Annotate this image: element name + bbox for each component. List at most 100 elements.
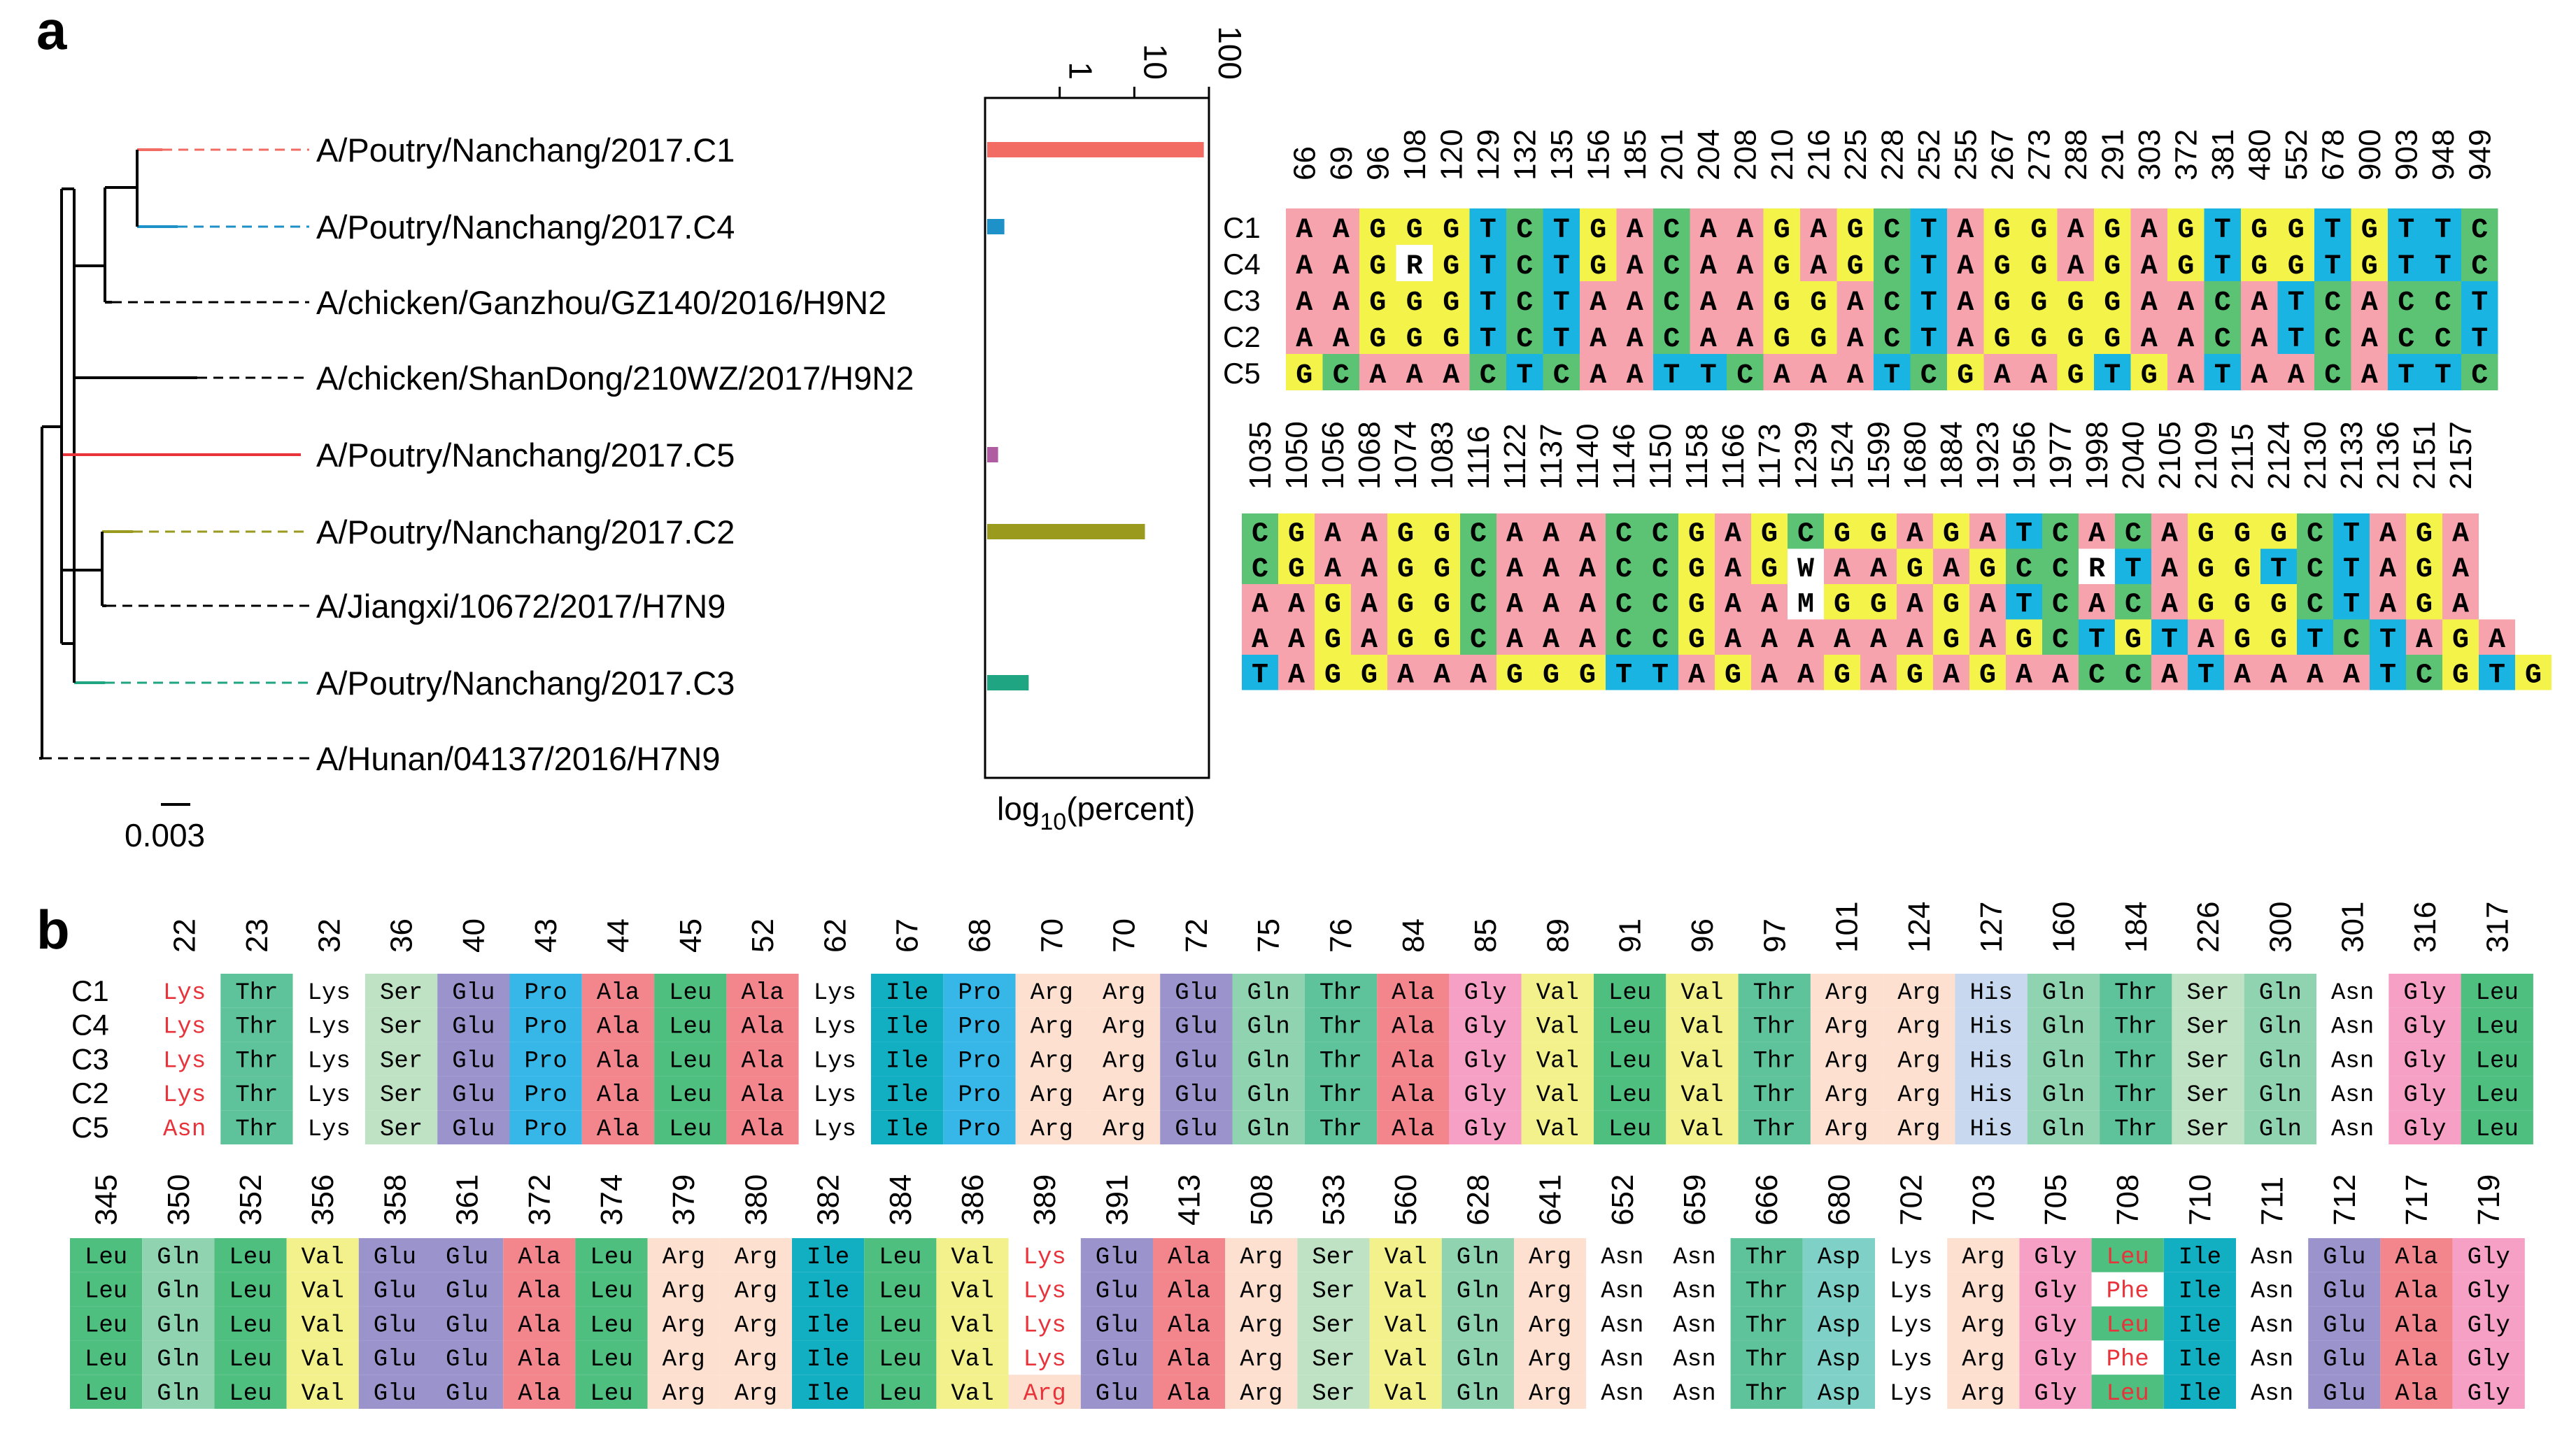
nt-letter: T xyxy=(2214,215,2231,246)
aa-cell xyxy=(581,1042,655,1077)
nt-cell xyxy=(1690,245,1727,281)
nt-letter: G xyxy=(1506,660,1523,692)
aa-cell xyxy=(1008,1306,1081,1341)
aa-cell xyxy=(214,1238,287,1272)
aa-letter: His xyxy=(1970,1014,2013,1041)
aa-cell xyxy=(286,1375,359,1409)
nt-cell xyxy=(2006,513,2042,549)
aa-letter: Ile xyxy=(807,1381,849,1407)
aa-cell xyxy=(2389,974,2461,1008)
position-label: 132 xyxy=(1508,129,1542,180)
nt-letter: A xyxy=(2251,287,2267,319)
nt-cell xyxy=(1460,655,1496,690)
position-label: 301 xyxy=(2336,902,2370,953)
aa-cell xyxy=(575,1272,648,1307)
nt-cell xyxy=(1580,208,1617,245)
nt-cell xyxy=(1969,513,2006,549)
aa-cell xyxy=(647,1340,720,1375)
nt-letter: G xyxy=(2198,554,2214,585)
position-label: 225 xyxy=(1839,129,1873,180)
position-label: 1068 xyxy=(1352,421,1387,490)
nt-letter: G xyxy=(2251,251,2267,283)
nt-cell xyxy=(2021,281,2058,318)
nt-letter: G xyxy=(1774,251,1790,283)
aa-letter: Phe xyxy=(2107,1279,2149,1305)
position-label: 303 xyxy=(2132,129,2167,180)
aa-letter: Ser xyxy=(1312,1381,1354,1407)
nt-cell xyxy=(1387,548,1424,584)
taxon-label: A/Poutry/Nanchang/2017.C3 xyxy=(316,665,735,702)
aa-letter: Leu xyxy=(2476,1082,2519,1109)
aa-letter: Gly xyxy=(1464,1082,1506,1109)
aa-letter: Asn xyxy=(1601,1381,1643,1407)
nt-letter: A xyxy=(1834,625,1850,656)
aa-letter: Ile xyxy=(886,980,928,1007)
aa-letter: Arg xyxy=(1825,980,1868,1007)
nt-letter: C xyxy=(2125,590,2142,621)
nt-cell xyxy=(1278,619,1315,655)
aa-cell xyxy=(142,1375,215,1409)
nt-cell xyxy=(2370,513,2406,549)
nt-cell xyxy=(1800,318,1837,354)
aa-cell xyxy=(2316,1042,2389,1077)
aa-cell xyxy=(2389,1007,2461,1042)
nt-cell xyxy=(1824,655,1860,690)
aa-letter: Leu xyxy=(1608,980,1651,1007)
aa-letter: Val xyxy=(951,1279,993,1305)
aa-letter: Thr xyxy=(235,1116,278,1143)
nt-cell xyxy=(2167,281,2205,318)
aa-cell xyxy=(581,1076,655,1111)
nt-cell xyxy=(1933,655,1969,690)
nt-letter: A xyxy=(2270,660,2287,692)
position-label: 1923 xyxy=(1971,421,2005,490)
nt-letter: T xyxy=(2343,519,2360,551)
taxon-label: A/Poutry/Nanchang/2017.C4 xyxy=(316,208,735,246)
nt-cell xyxy=(1800,281,1837,318)
position-label: 1050 xyxy=(1280,421,1314,490)
nt-cell xyxy=(1506,354,1543,390)
nt-cell xyxy=(1460,584,1496,620)
aa-cell xyxy=(792,1340,865,1375)
aa-cell xyxy=(1087,1007,1161,1042)
aa-letter: Ala xyxy=(1392,1082,1434,1109)
aa-cell xyxy=(220,1007,293,1042)
nt-cell xyxy=(2057,245,2094,281)
aa-cell xyxy=(2389,1076,2461,1111)
nt-letter: A xyxy=(1288,625,1305,656)
nt-cell xyxy=(1322,208,1359,245)
nt-letter: T xyxy=(2324,251,2341,283)
aa-letter: Gln xyxy=(1247,980,1290,1007)
aa-cell xyxy=(2172,1007,2244,1042)
aa-letter: Arg xyxy=(1825,1014,1868,1041)
nt-cell xyxy=(1910,208,1947,245)
nt-cell xyxy=(1788,548,1824,584)
nt-cell xyxy=(1606,548,1642,584)
aa-cell xyxy=(2172,1076,2244,1111)
nt-letter: G xyxy=(2104,287,2121,319)
aa-letter: Ile xyxy=(2179,1347,2221,1373)
nt-cell xyxy=(2297,619,2333,655)
position-label: 32 xyxy=(312,918,346,953)
aa-cell xyxy=(864,1238,937,1272)
nt-cell xyxy=(2094,354,2131,390)
aa-letter: Arg xyxy=(1240,1312,1282,1339)
aa-letter: Gly xyxy=(2468,1244,2510,1271)
position-label: 2040 xyxy=(2116,421,2151,490)
aa-letter: Leu xyxy=(879,1279,921,1305)
aa-letter: Ala xyxy=(741,1082,784,1109)
nt-cell xyxy=(2442,584,2479,620)
nt-cell xyxy=(2388,318,2425,354)
row-label: C3 xyxy=(1223,284,1261,317)
nt-cell xyxy=(1278,513,1315,549)
aa-letter: Glu xyxy=(446,1279,488,1305)
aa-letter: Leu xyxy=(1608,1048,1651,1074)
aa-letter: Asp xyxy=(1818,1279,1860,1305)
aa-cell xyxy=(358,1238,431,1272)
nt-letter: G xyxy=(1434,554,1450,585)
aa-cell xyxy=(719,1340,792,1375)
aa-cell xyxy=(1802,1340,1875,1375)
nt-cell xyxy=(1678,584,1715,620)
nt-letter: G xyxy=(2198,519,2214,551)
aa-cell xyxy=(1087,1042,1161,1077)
